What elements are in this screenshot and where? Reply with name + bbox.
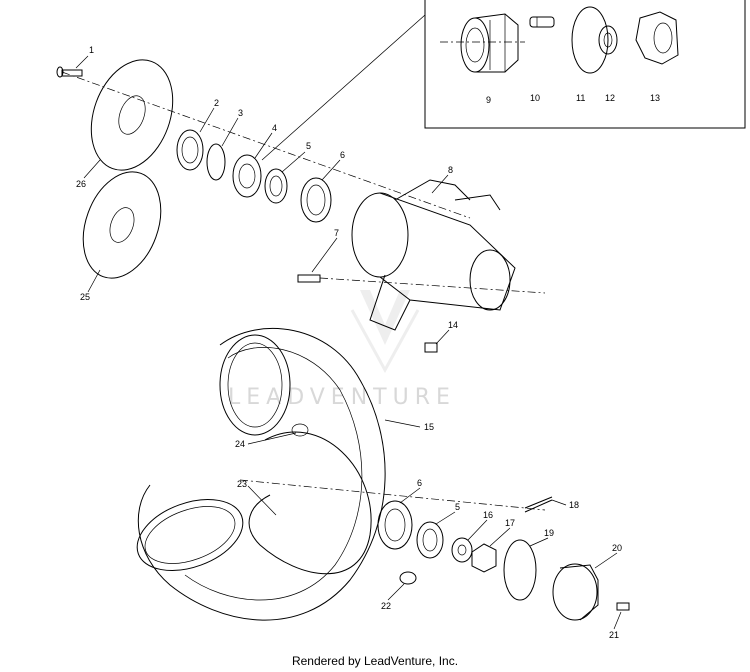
watermark-text: LEADVENTURE xyxy=(228,385,456,410)
part-10-pin xyxy=(529,16,555,28)
callout-5-lower: 5 xyxy=(455,502,460,512)
callout-24: 24 xyxy=(235,439,245,449)
callout-21: 21 xyxy=(609,630,619,640)
callout-25: 25 xyxy=(80,292,90,302)
callout-13: 13 xyxy=(650,93,660,103)
callout-26: 26 xyxy=(76,179,86,189)
callout-10: 10 xyxy=(530,93,540,103)
part-9-hub-coupler xyxy=(440,13,525,73)
callout-22: 22 xyxy=(381,601,391,611)
part-21-screw xyxy=(616,602,630,611)
part-26-brake-disc xyxy=(61,59,471,219)
part-14-fitting xyxy=(424,342,438,353)
callout-6: 6 xyxy=(340,150,345,160)
part-6-bearing-cup xyxy=(300,177,332,223)
callout-11: 11 xyxy=(576,93,585,103)
part-17-nut xyxy=(471,543,497,573)
part-5-bearing-cone xyxy=(264,168,288,204)
callout-23: 23 xyxy=(237,479,247,489)
callout-2: 2 xyxy=(214,98,219,108)
inset-box xyxy=(424,0,746,129)
part-3-ring xyxy=(206,143,226,181)
part-18-cotter-pin xyxy=(524,496,553,513)
callout-18: 18 xyxy=(569,500,579,510)
callout-4: 4 xyxy=(272,123,277,133)
callout-3: 3 xyxy=(238,108,243,118)
part-13-nut xyxy=(635,11,679,65)
part-25-brake-disc xyxy=(82,171,162,279)
watermark-logo xyxy=(350,290,420,374)
inset-leader xyxy=(261,14,426,161)
part-15-tire xyxy=(136,327,386,621)
part-16-washer xyxy=(451,537,473,563)
part-8-hub xyxy=(351,179,516,331)
leader-lines xyxy=(75,55,622,630)
footer-credit: Rendered by LeadVenture, Inc. xyxy=(291,654,459,668)
callout-17: 17 xyxy=(505,518,515,528)
callout-8: 8 xyxy=(448,165,453,175)
part-20-hub-cap xyxy=(552,563,599,621)
callout-20: 20 xyxy=(612,543,622,553)
callout-7: 7 xyxy=(334,228,339,238)
callout-14: 14 xyxy=(448,320,458,330)
callout-19: 19 xyxy=(544,528,554,538)
callout-9: 9 xyxy=(486,95,491,105)
part-4-bearing xyxy=(232,154,262,198)
part-22-valve xyxy=(399,571,417,585)
callout-15: 15 xyxy=(424,422,434,432)
part-12-spacer xyxy=(598,25,618,55)
part-6-bearing-cup-lower xyxy=(377,500,413,550)
callout-12: 12 xyxy=(605,93,615,103)
part-7-bolt xyxy=(297,274,546,294)
part-19-o-ring xyxy=(503,539,537,601)
part-1-screw xyxy=(56,66,83,78)
part-11-washer xyxy=(571,6,609,74)
callout-5: 5 xyxy=(306,141,311,151)
part-2-seal xyxy=(176,129,204,171)
callout-1: 1 xyxy=(89,45,94,55)
callout-6-lower: 6 xyxy=(417,478,422,488)
callout-16: 16 xyxy=(483,510,493,520)
part-23-wheel-rim xyxy=(239,423,546,575)
part-5-bearing-cone-lower xyxy=(416,521,444,559)
